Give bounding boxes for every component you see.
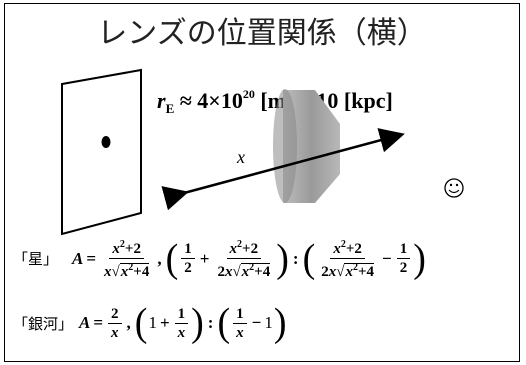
formula-exp: 20 xyxy=(242,87,255,101)
lens-diagram xyxy=(61,68,464,236)
distance-arrow xyxy=(161,128,405,211)
galaxy-label: 「銀河」 xyxy=(13,314,74,333)
slide-title: レンズの位置関係（横） xyxy=(97,16,427,51)
source-dot xyxy=(101,136,111,148)
observer-screen xyxy=(61,68,142,236)
star-label: 「星」 xyxy=(13,250,59,268)
smiley-face xyxy=(444,178,464,198)
slide: レンズの位置関係（横） rE ≈ 4×1020 [m] ≈ 10 [kpc] x… xyxy=(4,3,520,362)
x-label: x xyxy=(237,147,245,167)
formula-approx: ≈ 4×10 xyxy=(179,88,243,113)
formula-sub: E xyxy=(165,101,175,116)
formula-r: r xyxy=(157,88,166,113)
